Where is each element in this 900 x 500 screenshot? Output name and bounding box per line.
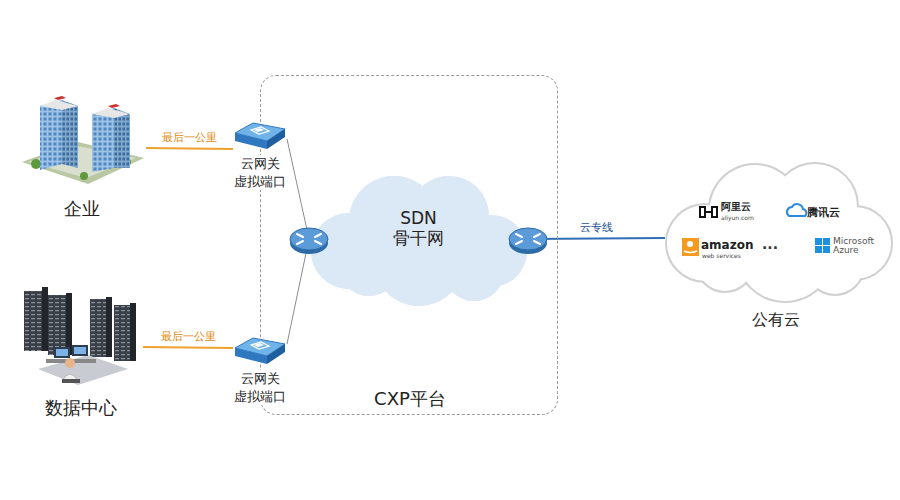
node-text: 公有云 <box>731 310 821 329</box>
gateway-node: 云网关 虚拟端口 <box>233 334 287 406</box>
node-text: SDN 骨干网 <box>391 208 446 249</box>
node-text: amazon <box>701 238 753 252</box>
node-text: 云网关 虚拟端口 <box>233 370 287 405</box>
node-illustration <box>233 334 287 366</box>
connector-line <box>528 238 665 239</box>
connector-label: 最后一公里 <box>160 130 219 145</box>
node-illustration <box>233 119 287 151</box>
cxp-platform-region: 云网关 虚拟端口SDN 骨干网云网关 虚拟端口CXP平台 <box>260 75 558 415</box>
node-text: 云网关 虚拟端口 <box>233 155 287 190</box>
node-text: Microsoft Azure <box>833 237 875 256</box>
sdn-cloud: SDN 骨干网 <box>309 166 528 306</box>
connector-line <box>287 239 309 344</box>
connector-line <box>143 347 233 348</box>
gateway-node: 云网关 虚拟端口 <box>233 119 287 191</box>
node-text: 数据中心 <box>18 397 143 419</box>
node-text: CXP平台 <box>365 388 455 410</box>
node-text: 阿里云 <box>721 201 751 213</box>
node-text: 腾讯云 <box>807 206 840 219</box>
node-illustration <box>665 158 887 298</box>
datacenter-node: 数据中心 <box>18 285 143 420</box>
ellipsis-label: ··· <box>762 240 778 256</box>
connector-line <box>146 148 233 149</box>
node-illustration <box>18 285 143 389</box>
connector-label: 最后一公里 <box>159 329 218 344</box>
connector-line <box>287 139 309 239</box>
node-text: web services <box>702 252 741 259</box>
node-text: aliyun.com <box>721 214 754 221</box>
enterprise-node: 企业 <box>18 92 146 222</box>
node-text: 企业 <box>18 198 146 220</box>
node-illustration <box>18 92 146 188</box>
connector-label: 云专线 <box>578 220 615 235</box>
